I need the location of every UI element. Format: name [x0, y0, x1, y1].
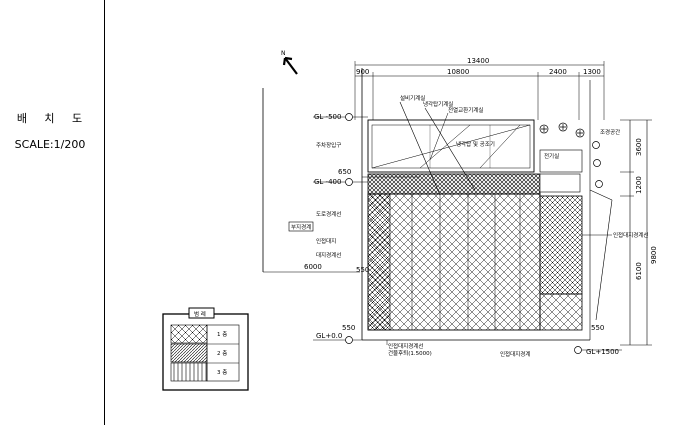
- sheet-divider: [104, 0, 105, 425]
- upper-band: [367, 173, 541, 195]
- level-gl-mid: GL -400: [314, 178, 341, 186]
- dim-right-total: 9800: [650, 246, 658, 264]
- level-gl-top: GL -500: [314, 113, 341, 121]
- drawing-scale: SCALE:1/200: [14, 138, 86, 151]
- site-tag: [288, 221, 314, 232]
- roof-block: [367, 119, 535, 173]
- dim-total: 13400: [467, 57, 489, 65]
- bottom-label-a: 인접대지경계선: [388, 342, 423, 350]
- roof-label-d: 냉각탑 및 공조기: [456, 140, 495, 148]
- east-annex: [539, 195, 583, 295]
- electric-room-label: 전기실: [544, 152, 559, 160]
- electric-room: [539, 149, 583, 173]
- level-gl-right: GL+1500: [586, 348, 619, 356]
- roof-label-a: 설비기계실: [400, 94, 425, 102]
- site-tag-label: 부지경계: [291, 223, 311, 231]
- bottom-label-c: 인접대지경계: [500, 350, 530, 358]
- drawing-title: 배 치 도: [16, 112, 90, 125]
- left-label-b: 도로경계선: [316, 210, 341, 218]
- dim-right-b: 1200: [635, 176, 643, 194]
- dim-bottom-right: 550: [591, 324, 604, 332]
- legend-swatch-3: [170, 362, 208, 382]
- roof-label-c: 전열교환기계실: [448, 106, 483, 114]
- dim-upper-offset: 650: [338, 168, 351, 176]
- right-dimensions: 3600 1200 6100 9800: [620, 119, 658, 346]
- left-label-d: 대지경계선: [316, 251, 341, 259]
- dim-left: 900: [356, 68, 369, 76]
- road-offset-dimension: 6000: [304, 263, 322, 271]
- legend-swatch-2: [170, 343, 208, 363]
- site-boundary: [361, 68, 613, 341]
- right-label-a: 조경공간: [600, 128, 620, 136]
- svg-text:N: N: [281, 50, 286, 57]
- building-west-wing: [367, 193, 391, 331]
- right-label-b: 인접대지경계선: [613, 231, 648, 239]
- legend-label-2: 2 층: [217, 349, 227, 357]
- bottom-label-b: 건물후퇴(1.5000): [388, 349, 432, 357]
- legend-swatch-1: [170, 324, 208, 344]
- left-label-a: 주차장입구: [316, 141, 341, 149]
- tree-icons: [539, 122, 603, 188]
- entry-block: [539, 173, 581, 193]
- roof-label-b: 냉각탑기계실: [423, 100, 453, 108]
- legend-title: 범 례: [194, 310, 206, 318]
- left-label-c: 인접대지: [316, 237, 336, 245]
- building-footprint: [367, 193, 541, 331]
- top-dimensions: 13400 900 10800 2400 1300: [354, 57, 605, 120]
- level-markers: [313, 113, 622, 354]
- legend-label-3: 3 층: [217, 368, 227, 376]
- legend: 범 례 1 층 2 층 3 층: [162, 307, 249, 391]
- dim-right-c: 6100: [635, 262, 643, 280]
- dim-main: 10800: [447, 68, 469, 76]
- dim-strip: 550: [356, 266, 369, 274]
- dim-mid: 2400: [549, 68, 567, 76]
- level-gl-zero: GL+0.0: [316, 332, 342, 340]
- east-annex-lower: [539, 293, 583, 331]
- dim-bottom-left: 550: [342, 324, 355, 332]
- dim-right-a: 3600: [635, 138, 643, 156]
- north-arrow-icon: N: [281, 50, 298, 75]
- dim-right: 1300: [583, 68, 601, 76]
- structural-grid: [411, 194, 521, 330]
- legend-label-1: 1 층: [217, 330, 227, 338]
- title-block: 배 치 도 SCALE:1/200: [0, 110, 100, 151]
